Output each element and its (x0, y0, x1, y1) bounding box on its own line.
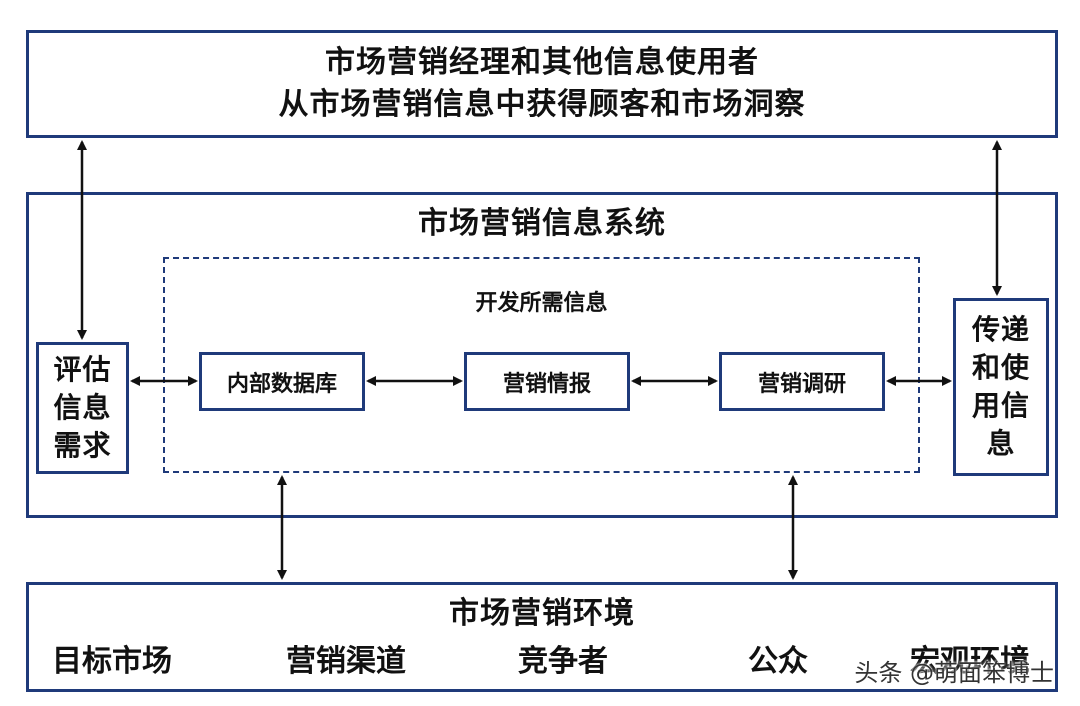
information-users-line2: 从市场营销信息中获得顾客和市场洞察 (278, 87, 806, 122)
distribute-use-line4: 息 (986, 427, 1016, 460)
distribute-use-line3: 用信 (971, 389, 1030, 422)
env-item-competitors: 竞争者 (518, 644, 608, 679)
env-item-publics: 公众 (748, 644, 808, 679)
distribute-use-line1: 传递 (971, 313, 1030, 346)
marketing-intelligence-box: 营销情报 (464, 352, 630, 411)
information-users-box: 市场营销经理和其他信息使用者 从市场营销信息中获得顾客和市场洞察 (26, 30, 1058, 138)
assess-needs-line1: 评估 (53, 353, 112, 386)
develop-information-region: 开发所需信息 (163, 257, 920, 473)
marketing-research-label: 营销调研 (757, 371, 846, 397)
assess-needs-line2: 信息 (53, 391, 112, 424)
distribute-use-line2: 和使 (971, 351, 1030, 384)
env-item-macro: 宏观环境 (910, 644, 1030, 679)
env-item-channels: 营销渠道 (286, 644, 406, 679)
marketing-environment-title: 市场营销环境 (449, 596, 635, 631)
internal-database-box: 内部数据库 (199, 352, 365, 411)
env-item-target-market: 目标市场 (52, 644, 172, 679)
marketing-intelligence-label: 营销情报 (502, 371, 591, 397)
watermark: 头条 @萌面笨博士 (854, 659, 1054, 687)
internal-database-label: 内部数据库 (226, 371, 337, 397)
assess-needs-line3: 需求 (53, 429, 112, 462)
assess-needs-box: 评估 信息 需求 (36, 342, 129, 474)
distribute-use-box: 传递 和使 用信 息 (953, 298, 1049, 476)
marketing-research-box: 营销调研 (719, 352, 885, 411)
develop-information-title: 开发所需信息 (475, 291, 608, 316)
information-users-line1: 市场营销经理和其他信息使用者 (325, 45, 759, 80)
marketing-information-system-title: 市场营销信息系统 (418, 206, 666, 241)
marketing-environment-box: 市场营销环境 (26, 582, 1058, 692)
